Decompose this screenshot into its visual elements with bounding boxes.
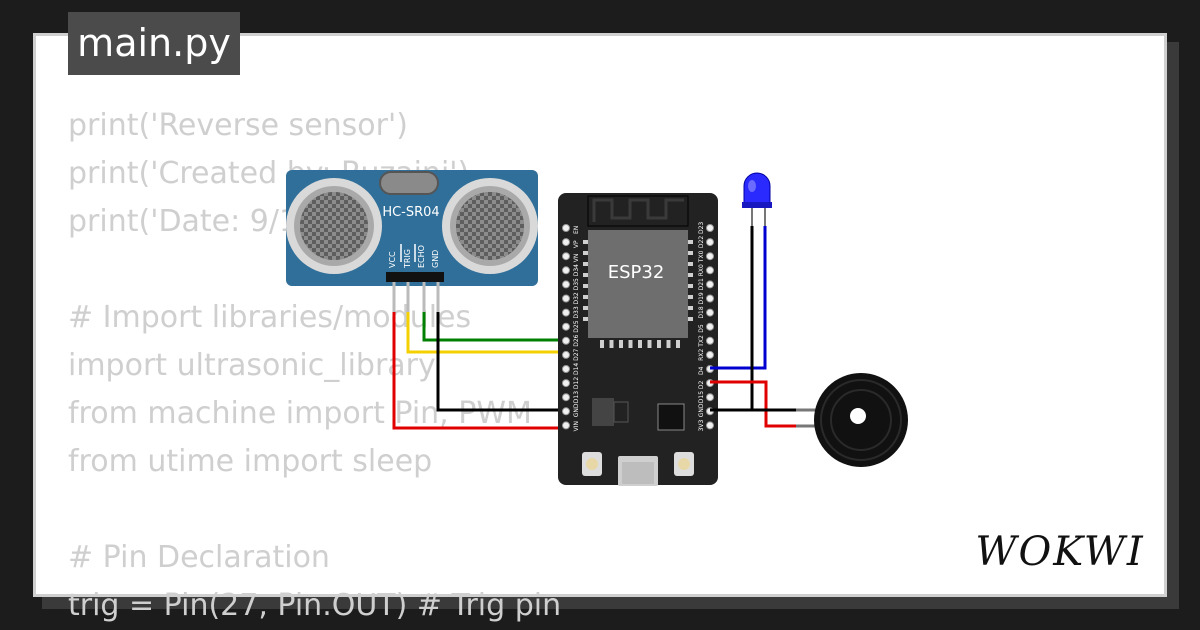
esp32-pin-left[interactable] — [562, 350, 570, 359]
svg-text:WOKWI: WOKWI — [975, 529, 1144, 575]
esp32-pin-label: D5 — [698, 324, 705, 333]
ultrasonic-label: HC-SR04 — [382, 205, 439, 220]
code-line: from utime import sleep — [68, 444, 433, 479]
ultrasonic-pin-echo: ECHO — [417, 245, 426, 268]
esp32-pin-label: GND — [573, 403, 580, 417]
wokwi-logo: WOKWI — [975, 529, 1144, 575]
esp32-pin-label: TX2 — [698, 335, 705, 348]
esp32-pin-label: VP — [573, 240, 580, 248]
esp32-pin-left[interactable] — [562, 336, 570, 345]
esp32-pin-label: D22 — [698, 236, 705, 248]
esp32-pin-label: VIN — [573, 421, 580, 431]
wire-gnd-black — [436, 282, 566, 412]
ultrasonic-sensor[interactable]: HC-SR04 VCC TRIG ECHO GND — [286, 170, 538, 286]
ultrasonic-pin-gnd: GND — [431, 250, 440, 268]
esp32-pin-label: GND — [698, 403, 705, 417]
code-line: print('Date: 9/1 — [68, 204, 299, 239]
esp32-pin-label: RX0 — [698, 264, 705, 276]
esp32-pin-left[interactable] — [562, 266, 570, 275]
esp32-pin-right[interactable] — [706, 224, 714, 232]
led[interactable] — [742, 172, 772, 226]
wire-echo-green — [422, 282, 566, 342]
code-line: # Pin Declaration — [68, 540, 330, 575]
esp32-pin-label: D18 — [698, 306, 705, 318]
esp32-pin-label: D15 — [698, 391, 705, 403]
code-line: print('Reverse sensor') — [68, 108, 408, 143]
esp32-pin-label: D33 — [573, 306, 580, 318]
code-line: # Import libraries/modules — [68, 300, 472, 335]
esp32-pin-label: TX0 — [698, 250, 705, 263]
esp32-pin-label: D26 — [573, 334, 580, 346]
esp32-pin-right[interactable] — [706, 393, 714, 402]
esp32-pin-left[interactable] — [562, 252, 570, 261]
esp32-pin-right[interactable] — [706, 336, 714, 345]
sensor-wires — [392, 282, 566, 430]
esp32-pin-left[interactable] — [562, 393, 570, 402]
esp32-pin-left[interactable] — [562, 224, 570, 232]
ultrasonic-transducer-left — [286, 178, 382, 274]
esp32-pin-label: EN — [573, 226, 580, 234]
ultrasonic-pin-trig: TRIG — [403, 249, 412, 269]
esp32-label: ESP32 — [608, 262, 665, 283]
ultrasonic-pin-vcc: VCC — [388, 251, 397, 268]
esp32-pin-right[interactable] — [706, 252, 714, 261]
esp32-pin-label: VN — [573, 254, 580, 263]
esp32-pin-label: D35 — [573, 278, 580, 290]
code-editor: print('Reverse sensor')print('Created by… — [68, 102, 561, 630]
esp32-pin-label: D12 — [573, 377, 580, 389]
esp32-pin-label: D34 — [573, 264, 580, 276]
wire-buzzer-red — [710, 380, 812, 428]
esp32-pin-label: RX2 — [698, 349, 705, 361]
wire-vcc-red — [392, 282, 566, 430]
esp32-pin-right[interactable] — [706, 308, 714, 317]
project-card: print('Reverse sensor')print('Created by… — [36, 36, 1164, 623]
esp32-pin-right[interactable] — [706, 238, 714, 247]
code-line: from machine import Pin, PWM — [68, 396, 532, 431]
esp32-pin-label: D25 — [573, 320, 580, 332]
esp32-pin-left[interactable] — [562, 280, 570, 289]
esp32-pin-label: D32 — [573, 292, 580, 304]
esp32-pin-left[interactable] — [562, 322, 570, 331]
esp32-pin-right[interactable] — [706, 280, 714, 289]
esp32-pin-label: D14 — [573, 363, 580, 375]
code-line: trig = Pin(27, Pin.OUT) # Trig pin — [68, 588, 562, 623]
buzzer[interactable] — [796, 373, 908, 467]
esp32-pin-label: D21 — [698, 278, 705, 290]
esp32-pin-left[interactable] — [562, 421, 570, 430]
esp32-board[interactable]: ESP32 ENVPVND34D35D32D33D25D26D27D14D12D… — [558, 193, 718, 486]
esp32-pin-label: 3V3 — [698, 419, 705, 431]
esp32-pin-right[interactable] — [706, 322, 714, 331]
card-shadow-right — [1167, 42, 1179, 600]
esp32-pin-left[interactable] — [562, 308, 570, 317]
esp32-pin-left[interactable] — [562, 294, 570, 303]
esp32-pin-left[interactable] — [562, 238, 570, 247]
esp32-pin-right[interactable] — [706, 350, 714, 359]
ultrasonic-transducer-right — [442, 178, 538, 274]
file-tab-main-py[interactable]: main.py — [68, 12, 240, 75]
esp32-pin-left[interactable] — [562, 365, 570, 373]
esp32-pin-label: D4 — [698, 366, 705, 375]
output-wires — [710, 226, 812, 428]
esp32-pin-right[interactable] — [706, 294, 714, 303]
card-shadow-bottom — [42, 597, 1179, 609]
wire-led-blue — [710, 226, 767, 370]
esp32-pin-left[interactable] — [562, 407, 570, 416]
esp32-pin-right[interactable] — [706, 266, 714, 275]
esp32-pin-left[interactable] — [562, 379, 570, 388]
esp32-pin-right[interactable] — [706, 421, 714, 430]
esp32-pin-label: D19 — [698, 292, 705, 304]
esp32-pin-label: D2 — [698, 380, 705, 389]
esp32-pin-label: D27 — [573, 348, 580, 360]
esp32-pin-label: D23 — [698, 222, 705, 234]
esp32-pin-label: D13 — [573, 391, 580, 403]
